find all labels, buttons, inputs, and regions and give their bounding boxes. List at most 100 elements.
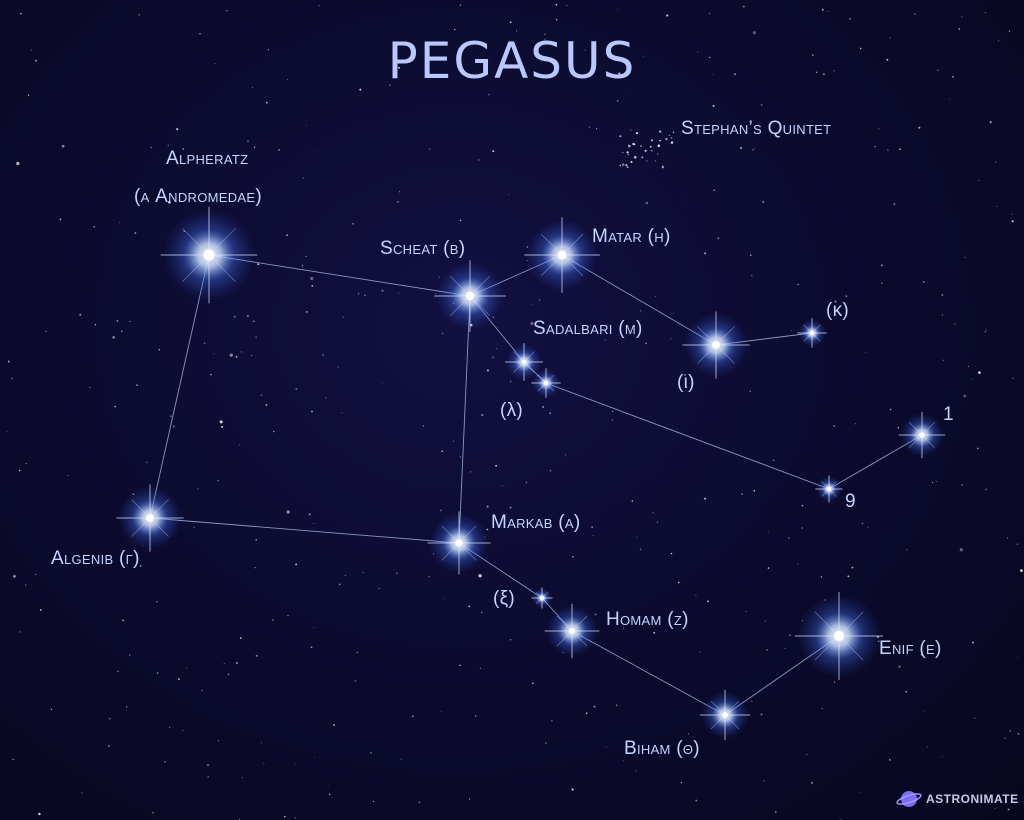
background-star [833,69,835,72]
background-star [941,294,944,296]
background-star [811,54,814,56]
background-star [382,383,383,385]
background-star [593,705,596,708]
cluster-star [619,164,621,167]
background-star [185,667,188,669]
cluster-star [661,165,665,168]
background-star [108,745,110,747]
background-star [752,31,757,35]
background-star [109,718,111,720]
background-star [887,149,889,152]
star-peg1 [898,411,946,459]
background-star [170,415,172,417]
background-star [711,74,713,75]
cluster-star [659,130,661,132]
background-star [400,758,402,760]
background-star [286,234,288,236]
background-star [773,459,775,461]
background-star [717,237,720,240]
label-algenib: Algenib (γ) [51,548,140,569]
label-9-peg: 9 [845,491,856,512]
background-star [961,484,963,486]
background-star [265,404,268,406]
background-star [94,324,97,326]
label-enif: Enif (ε) [879,638,942,659]
background-star [25,462,27,465]
star-alpheratz [160,206,258,304]
background-star [362,572,364,574]
background-star [495,464,497,467]
background-star [364,294,366,297]
background-star [81,792,83,794]
cluster-star [672,131,675,133]
label-matar: Matar (η) [592,226,671,247]
background-star [821,707,823,709]
background-star [544,38,546,40]
background-star [749,390,751,392]
background-star [422,424,425,427]
background-star [605,746,607,748]
background-star [989,121,992,124]
background-star [985,488,987,490]
star-core [809,330,815,336]
background-star [428,148,431,150]
background-star [820,576,823,578]
background-star [672,312,674,314]
background-star [797,283,799,286]
background-star [359,88,362,91]
background-star [751,148,754,151]
background-star [301,265,304,267]
background-star [816,71,818,73]
background-star [889,408,892,411]
background-star [459,219,462,222]
star-core [568,627,576,635]
background-star [12,758,14,761]
background-star [263,762,265,764]
cluster-star [649,145,652,148]
background-star [978,179,980,181]
background-star [239,637,242,640]
background-star [734,73,736,76]
label-lambda: (λ) [500,400,524,421]
background-star [963,394,967,398]
background-star [241,776,244,779]
star-core [146,514,154,522]
background-star [695,799,698,802]
background-star [308,513,311,516]
background-star [645,342,647,345]
background-star [549,469,552,472]
background-star [313,627,315,628]
background-star [474,715,477,717]
background-star [357,292,360,295]
background-star [193,526,195,529]
background-star [61,144,65,148]
background-star [509,21,512,24]
background-star [477,159,480,161]
background-star [880,264,883,267]
background-star [549,412,552,415]
background-star [1009,730,1012,732]
background-star [898,665,901,668]
label-scheat: Scheat (β) [380,238,466,259]
background-star [167,144,169,146]
background-star [703,497,707,500]
background-star [28,94,30,96]
label-alpheratz: Alpheratz [166,148,249,169]
background-star [635,770,637,772]
background-star [398,292,400,294]
star-core [712,341,720,349]
background-star [287,614,289,617]
constellation-stars [116,206,946,741]
background-star [745,610,747,612]
background-star [622,760,624,762]
background-star [134,232,137,234]
background-star [932,482,934,484]
background-star [616,100,619,102]
background-star [974,717,976,719]
background-star [255,336,257,338]
cluster-star [670,136,673,139]
background-star [314,757,316,759]
label-markab: Markab (α) [491,512,581,533]
background-star [440,710,442,712]
